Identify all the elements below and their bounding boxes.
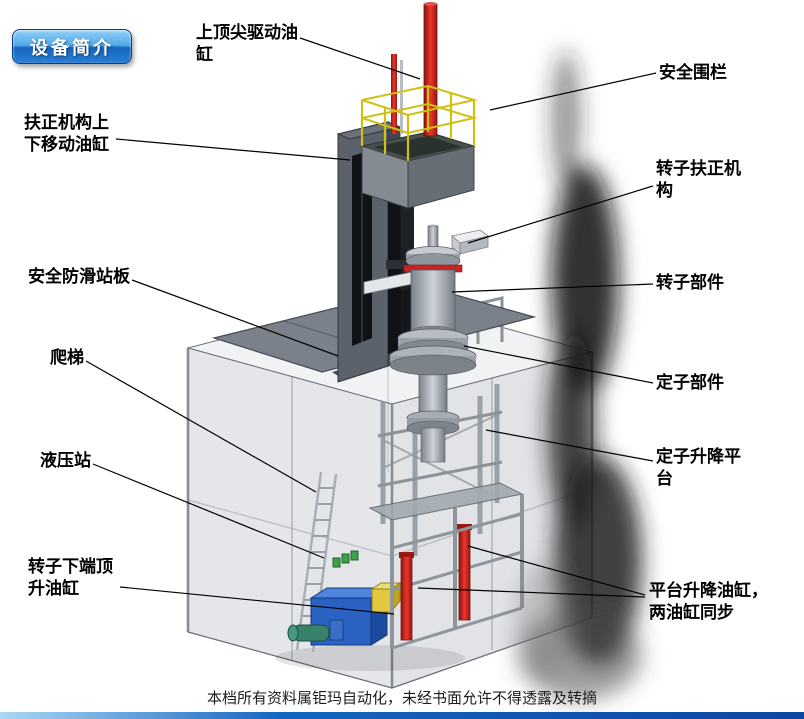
title-badge: 设备简介 — [12, 29, 132, 64]
callout-top-spindle-cylinder: 上顶尖驱动油缸 — [196, 23, 298, 65]
press-column — [332, 121, 476, 383]
smoke-shadow — [515, 50, 642, 700]
safety-railing — [360, 84, 478, 161]
rotor-assembly — [363, 224, 489, 376]
bottom-accent-bar — [0, 712, 804, 719]
callout-rotor-centering-mechanism: 转子扶正机构 — [656, 159, 741, 201]
centering-clamp — [451, 229, 489, 255]
top-cylinder-graphics — [391, 2, 438, 137]
valve-block — [332, 550, 359, 568]
callout-rotor-component: 转子部件 — [656, 273, 724, 292]
callout-centering-move-cylinder: 扶正机构上下移动油缸 — [24, 113, 109, 155]
stator-lift-frame — [368, 296, 524, 650]
callout-stator-lift-platform: 定子升降平台 — [656, 447, 741, 489]
head-box — [360, 131, 476, 209]
footer-watermark: 本档所有资料属钜玛自动化，未经书面允许不得透露及转摘 — [206, 690, 597, 707]
leader-lines — [85, 37, 657, 615]
hydraulic-unit — [287, 550, 402, 646]
interior-equipment — [287, 296, 524, 653]
callout-platform-lift-cylinders: 平台升降油缸，两油缸同步 — [649, 581, 768, 623]
callout-hydraulic-station: 液压站 — [40, 451, 91, 470]
callout-anti-slip-platform: 安全防滑站板 — [28, 267, 130, 286]
callout-rotor-bottom-jack-cylinder: 转子下端顶升油缸 — [28, 557, 113, 599]
callout-safety-fence: 安全围栏 — [659, 63, 727, 82]
platform-lift-cylinder-graphics — [391, 512, 523, 641]
callout-stator-component: 定子部件 — [656, 373, 724, 392]
callout-ladder: 爬梯 — [50, 348, 84, 367]
